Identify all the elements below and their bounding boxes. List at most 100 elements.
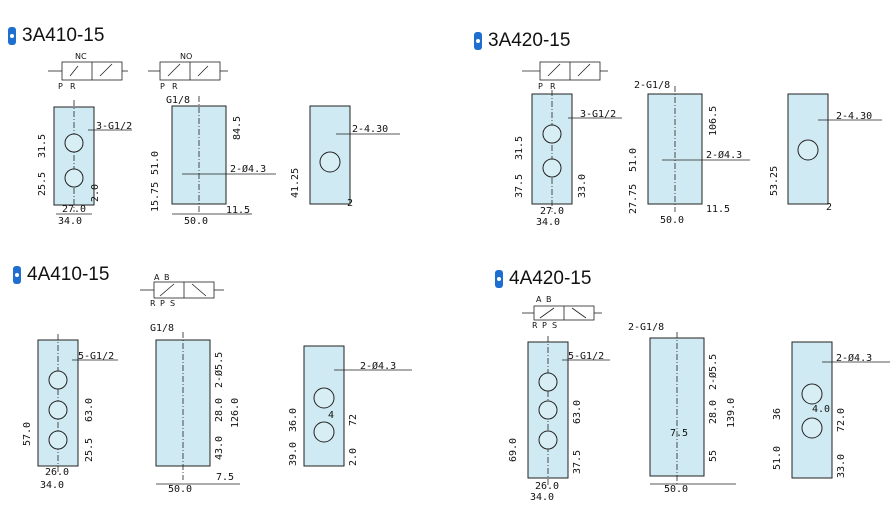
symbol-label: NC [75,52,87,61]
model-title: 4A420-15 [509,268,592,289]
svg-text:27.0: 27.0 [62,204,86,215]
svg-text:2-Ø4.3: 2-Ø4.3 [360,360,396,372]
svg-text:11.5: 11.5 [706,204,730,215]
svg-text:G1/8: G1/8 [150,323,174,334]
svg-text:4.0: 4.0 [812,404,830,415]
svg-text:25.5: 25.5 [37,172,48,196]
valve-symbol-no: NO P R [148,52,228,91]
svg-text:51.0: 51.0 [628,148,639,172]
svg-text:34.0: 34.0 [530,492,554,503]
port-label: P [58,82,63,91]
svg-text:28.0: 28.0 [708,400,719,424]
title-4a420: 4A420-15 [495,268,591,290]
svg-text:72.0: 72.0 [836,408,847,432]
svg-text:50.0: 50.0 [664,484,688,495]
svg-text:34.0: 34.0 [536,217,560,228]
valve-symbol: A B R P S [522,295,602,330]
model-title: 3A420-15 [488,30,571,51]
bullet-icon [8,27,16,45]
svg-text:2-4.30: 2-4.30 [836,111,872,122]
svg-text:2: 2 [826,202,832,213]
valve-symbol: P R [522,61,608,91]
svg-text:R: R [550,82,556,91]
svg-text:2-G1/8: 2-G1/8 [628,322,664,333]
bullet-icon [13,266,21,284]
svg-text:51.0: 51.0 [150,151,161,175]
svg-text:126.0: 126.0 [230,398,241,428]
svg-text:43.0: 43.0 [214,436,225,460]
drawing-4a420: A B R P S 5-G1/2 69.0 63.0 37.5 26.0 34.… [508,295,890,503]
svg-text:33.0: 33.0 [577,174,588,198]
port-label: P [160,82,165,91]
svg-text:50.0: 50.0 [660,215,684,226]
svg-text:A: A [536,295,542,304]
svg-text:69.0: 69.0 [508,438,519,462]
valve-body-bottom [309,105,351,205]
svg-text:2-Ø5.5: 2-Ø5.5 [213,352,225,388]
title-3a420: 3A420-15 [474,30,570,52]
svg-text:41.25: 41.25 [290,168,301,198]
svg-text:4: 4 [328,410,334,421]
svg-text:P: P [160,299,165,308]
svg-text:R: R [532,321,538,330]
svg-text:37.5: 37.5 [514,174,525,198]
bullet-icon [474,32,482,50]
svg-text:51.0: 51.0 [772,446,783,470]
svg-text:2-G1/8: 2-G1/8 [634,80,670,91]
svg-text:34.0: 34.0 [58,216,82,227]
valve-body-bottom [791,341,833,479]
svg-text:2: 2 [347,198,353,209]
svg-text:36: 36 [772,408,783,420]
port-label: R [70,82,76,91]
title-4a410: 4A410-15 [13,264,109,286]
svg-text:P: P [538,82,543,91]
bullet-icon [495,270,503,288]
svg-text:11.5: 11.5 [226,205,250,216]
svg-text:50.0: 50.0 [184,216,208,227]
svg-text:26.0: 26.0 [45,467,69,478]
svg-text:2-Ø4.3: 2-Ø4.3 [706,149,742,161]
svg-text:28.0: 28.0 [214,398,225,422]
svg-text:31.5: 31.5 [514,136,525,160]
svg-text:63.0: 63.0 [84,398,95,422]
svg-text:27.75: 27.75 [628,184,639,214]
svg-text:34.0: 34.0 [40,480,64,491]
svg-text:27.0: 27.0 [540,206,564,217]
drawing-3a410: NC P R NO P R 3-G1/2 31.5 [37,52,400,227]
svg-text:B: B [164,273,170,282]
svg-text:2.0: 2.0 [348,448,359,466]
svg-text:50.0: 50.0 [168,484,192,495]
svg-text:A: A [154,273,160,282]
svg-text:2-Ø4.3: 2-Ø4.3 [230,163,266,175]
svg-text:2-Ø4.3: 2-Ø4.3 [836,352,872,364]
svg-text:139.0: 139.0 [726,398,737,428]
svg-text:25.5: 25.5 [84,438,95,462]
svg-text:5-G1/2: 5-G1/2 [78,351,114,362]
svg-text:7.5: 7.5 [670,428,688,439]
svg-text:7.5: 7.5 [216,472,234,483]
svg-text:3-G1/2: 3-G1/2 [96,121,132,132]
svg-text:P: P [542,321,547,330]
svg-text:S: S [552,321,557,330]
drawing-4a410: A B R P S 5-G1/2 57.0 63.0 25.5 26.0 34.… [22,273,412,495]
svg-text:36.0: 36.0 [288,408,299,432]
valve-symbol: A B R P S [140,273,224,308]
svg-text:31.5: 31.5 [37,134,48,158]
svg-text:84.5: 84.5 [232,116,243,140]
svg-text:5-G1/2: 5-G1/2 [568,351,604,362]
svg-text:63.0: 63.0 [572,400,583,424]
svg-text:57.0: 57.0 [22,422,33,446]
svg-text:2-Ø5.5: 2-Ø5.5 [707,354,719,390]
title-3a410: 3A410-15 [8,25,104,47]
symbol-label: NO [180,52,192,61]
svg-text:55: 55 [708,450,719,462]
svg-text:R: R [150,299,156,308]
svg-text:2-4.30: 2-4.30 [352,124,388,135]
svg-text:106.5: 106.5 [708,106,719,136]
svg-text:39.0: 39.0 [288,442,299,466]
model-title: 3A410-15 [22,25,105,46]
svg-text:72: 72 [348,414,359,426]
model-title: 4A410-15 [27,264,110,285]
